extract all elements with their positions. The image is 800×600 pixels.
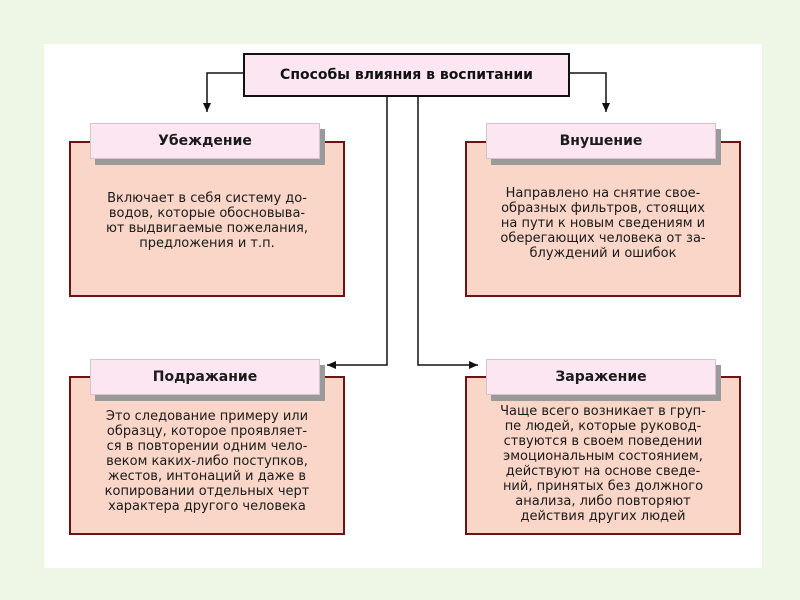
vnushenie-description: Направлено на снятие свое- образных филь… <box>500 186 706 261</box>
podrazhanie-box <box>69 376 345 535</box>
podrazhanie-description: Это следование примеру или образцу, кото… <box>104 409 310 514</box>
arrow-to-podrazhanie <box>327 97 388 369</box>
arrow-to-vnushenie <box>570 72 610 112</box>
arrow-to-ubezhdenie <box>203 72 243 112</box>
diagram-title: Способы влияния в воспитании <box>243 53 570 97</box>
podrazhanie-label: Подражание <box>90 359 320 395</box>
ubezhdenie-description: Включает в себя систему до- водов, котор… <box>105 191 308 251</box>
vnushenie-label: Внушение <box>486 123 716 159</box>
zarazhenie-label: Заражение <box>486 359 716 395</box>
zarazhenie-description: Чаще всего возникает в груп- пе людей, к… <box>500 404 706 524</box>
ubezhdenie-label: Убеждение <box>90 123 320 159</box>
vnushenie-box <box>465 141 741 297</box>
arrow-to-zarazhenie <box>417 97 478 369</box>
